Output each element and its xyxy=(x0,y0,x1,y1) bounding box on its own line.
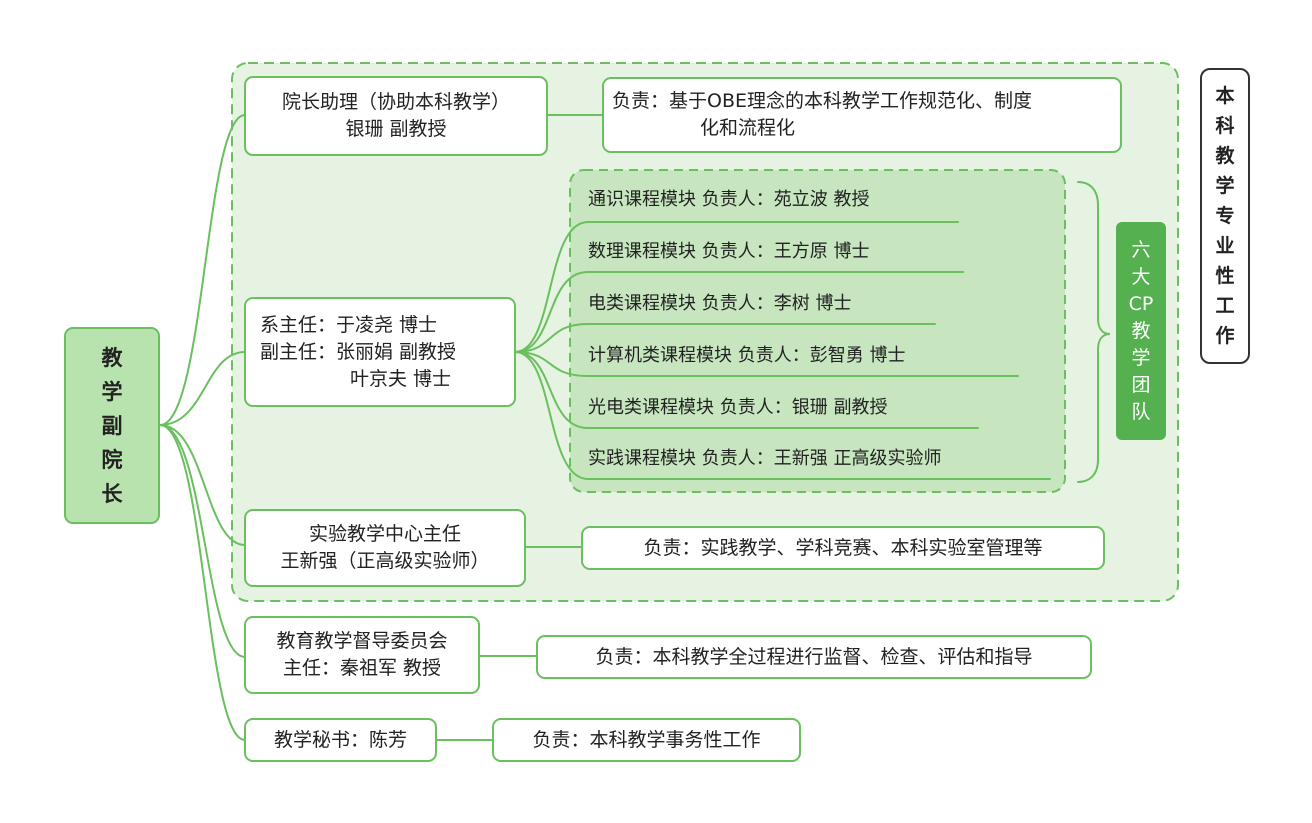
team-char: 教 xyxy=(1131,319,1151,342)
link-root-department xyxy=(159,351,246,426)
assistant-resp-line1: 负责：基于OBE理念的本科教学工作规范化、制度 xyxy=(612,90,1032,112)
root-char: 学 xyxy=(101,379,123,404)
node-lab-center[interactable]: 实验教学中心主任 王新强（正高级实验师） xyxy=(244,509,526,587)
node-assistant-responsibility[interactable]: 负责：基于OBE理念的本科教学工作规范化、制度 化和流程化 xyxy=(602,77,1122,153)
node-supervision-committee[interactable]: 教育教学督导委员会 主任：秦祖军 教授 xyxy=(244,616,480,694)
root-char: 院 xyxy=(101,447,123,472)
link-module-3 xyxy=(514,323,936,353)
secretary-resp-text: 负责：本科教学事务性工作 xyxy=(532,728,761,751)
link-root-secretary xyxy=(159,424,246,741)
department-head-line: 系主任：于凌尧 博士 xyxy=(260,313,438,336)
secretary-text: 教学秘书：陈芳 xyxy=(273,728,407,751)
link-module-1 xyxy=(514,221,959,353)
node-lab-responsibility[interactable]: 负责：实践教学、学科竞赛、本科实验室管理等 xyxy=(581,526,1105,570)
assistant-title: 院长助理（协助本科教学） xyxy=(281,91,510,113)
department-deputy-line-2: 叶京夫 博士 xyxy=(350,367,452,390)
team-char: 队 xyxy=(1131,400,1151,423)
link-module-5 xyxy=(514,351,979,429)
node-secretary[interactable]: 教学秘书：陈芳 xyxy=(244,718,437,762)
department-deputy-line: 副主任：张丽娟 副教授 xyxy=(260,340,457,363)
team-bracket xyxy=(1077,181,1111,483)
link-module-6 xyxy=(514,351,1051,480)
node-dean-assistant[interactable]: 院长助理（协助本科教学） 银珊 副教授 xyxy=(244,76,548,156)
assistant-name: 银珊 副教授 xyxy=(345,118,447,140)
scope-char: 教 xyxy=(1215,145,1235,167)
link-root-lab xyxy=(159,424,246,546)
scope-label: 本 科 教 学 专 业 性 工 作 xyxy=(1200,68,1250,364)
scope-char: 本 xyxy=(1215,85,1235,107)
team-char: 学 xyxy=(1131,346,1151,369)
node-supervision-responsibility[interactable]: 负责：本科教学全过程进行监督、检查、评估和指导 xyxy=(536,635,1092,679)
module-practice[interactable]: 实践课程模块 负责人：王新强 正高级实验师 xyxy=(588,448,942,469)
assistant-resp-line2: 化和流程化 xyxy=(700,117,796,139)
link-root-assistant xyxy=(159,114,246,426)
team-char: 大 xyxy=(1131,265,1151,288)
root-char: 副 xyxy=(101,413,123,438)
lab-center-title: 实验教学中心主任 xyxy=(308,523,461,545)
lab-center-name: 王新强（正高级实验师） xyxy=(280,550,490,572)
team-char: CP xyxy=(1128,292,1154,315)
scope-char: 专 xyxy=(1215,205,1235,227)
module-general[interactable]: 通识课程模块 负责人：苑立波 教授 xyxy=(588,189,870,210)
module-math-physics[interactable]: 数理课程模块 负责人：王方原 博士 xyxy=(588,241,870,262)
root-char: 长 xyxy=(101,481,123,506)
module-optoelectronic[interactable]: 光电类课程模块 负责人：银珊 副教授 xyxy=(588,397,888,418)
link-module-2 xyxy=(514,271,964,353)
scope-char: 工 xyxy=(1215,295,1235,317)
scope-char: 作 xyxy=(1215,325,1235,347)
node-secretary-responsibility[interactable]: 负责：本科教学事务性工作 xyxy=(492,718,801,762)
node-department-head[interactable]: 系主任：于凌尧 博士 副主任：张丽娟 副教授 叶京夫 博士 xyxy=(244,297,516,407)
lab-resp-text: 负责：实践教学、学科竞赛、本科实验室管理等 xyxy=(643,536,1043,559)
scope-char: 学 xyxy=(1215,175,1235,197)
scope-char: 业 xyxy=(1215,235,1235,257)
link-root-supervision xyxy=(159,424,246,658)
scope-char: 科 xyxy=(1215,115,1235,137)
module-region xyxy=(569,169,1066,493)
supervision-resp-text: 负责：本科教学全过程进行监督、检查、评估和指导 xyxy=(595,645,1033,668)
supervision-title: 教育教学督导委员会 xyxy=(276,630,448,652)
root-char: 教 xyxy=(101,345,123,370)
team-char: 团 xyxy=(1131,373,1151,396)
team-label: 六 大 CP 教 学 团 队 xyxy=(1116,222,1166,440)
root-node-vice-dean[interactable]: 教 学 副 院 长 xyxy=(64,327,160,524)
module-computer[interactable]: 计算机类课程模块 负责人：彭智勇 博士 xyxy=(588,345,906,366)
supervision-chair: 主任：秦祖军 教授 xyxy=(282,657,442,679)
team-char: 六 xyxy=(1131,238,1151,261)
link-module-4 xyxy=(514,351,1019,377)
scope-char: 性 xyxy=(1215,265,1235,287)
module-electrical[interactable]: 电类课程模块 负责人：李树 博士 xyxy=(588,293,852,314)
